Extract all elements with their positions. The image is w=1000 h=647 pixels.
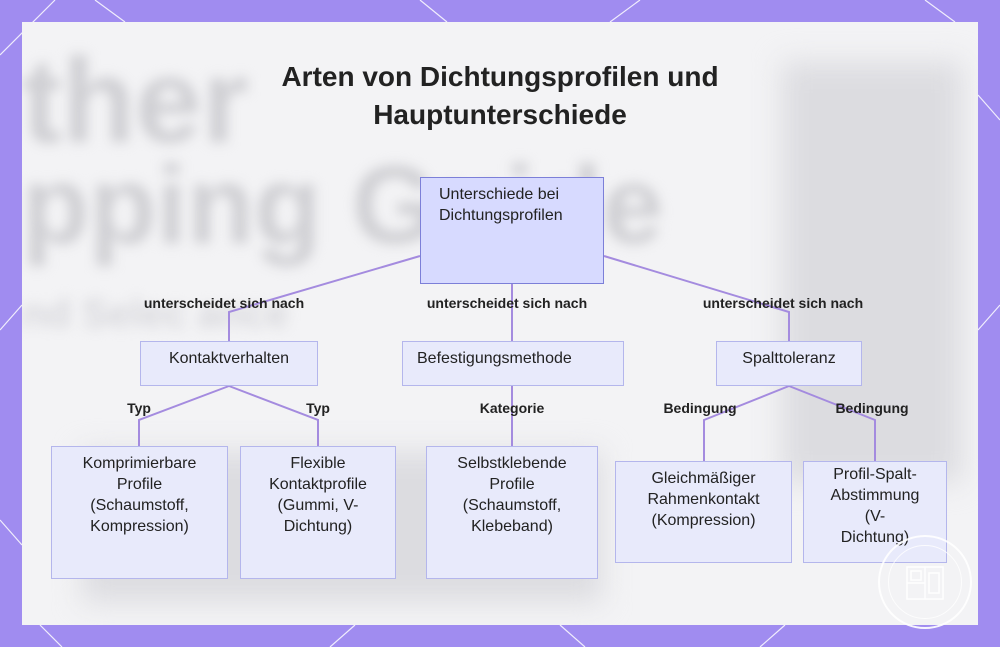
category-label: Befestigungsmethode [417, 350, 572, 367]
leaf-line: (V- [864, 508, 886, 525]
watermark-logo [878, 535, 972, 629]
edge-label-kategorie: Kategorie [479, 400, 545, 416]
edge-label-typ-1: Typ [127, 400, 151, 416]
background-blur-shape [782, 62, 962, 482]
leaf-node-gleichmaessig: Gleichmäßiger Rahmenkontakt (Kompression… [615, 461, 792, 563]
leaf-line: Rahmenkontakt [647, 491, 760, 508]
category-node-befestigungsmethode: Befestigungsmethode [402, 341, 624, 386]
leaf-line: (Kompression) [651, 512, 756, 529]
leaf-line: Dichtung) [840, 529, 910, 546]
leaf-line: Profile [116, 476, 163, 493]
edge-spalt-gleichmaessig [703, 385, 790, 461]
leaf-line: Klebeband) [471, 518, 553, 535]
leaf-line: (Schaumstoff, [462, 497, 562, 514]
leaf-line: Kontaktprofile [269, 476, 367, 493]
edge-root-spalttoleranz [603, 255, 790, 341]
leaf-node-flexibel: Flexible Kontaktprofile (Gummi, V- Dicht… [240, 446, 396, 579]
edge-kontakt-komprimierbar [138, 385, 230, 446]
edge-label-unterscheidet-1: unterscheidet sich nach [143, 295, 305, 311]
edge-root-kontaktverhalten [228, 255, 421, 341]
leaf-line: Selbstklebende [457, 455, 567, 472]
leaf-line: Profile [489, 476, 535, 493]
leaf-line: Gleichmäßiger [651, 470, 756, 487]
root-node-line-1: Unterschiede bei [439, 186, 560, 203]
leaf-node-komprimierbar: Komprimierbare Profile (Schaumstoff, Kom… [51, 446, 228, 579]
root-node-line-2: Dichtungsprofilen [439, 207, 563, 224]
root-node: Unterschiede bei Dichtungsprofilen [420, 177, 604, 284]
category-node-kontaktverhalten: Kontaktverhalten [140, 341, 318, 386]
background-text-1: ther [22, 34, 249, 168]
category-label: Kontaktverhalten [168, 350, 290, 367]
edge-label-bedingung-2: Bedingung [835, 400, 909, 416]
page-title: Arten von Dichtungsprofilen und Hauptunt… [0, 58, 1000, 134]
title-line-2: Hauptunterschiede [373, 99, 627, 130]
window-icon [906, 566, 944, 600]
edge-label-bedingung-1: Bedingung [663, 400, 737, 416]
edge-label-unterscheidet-3: unterscheidet sich nach [702, 295, 864, 311]
edge-kontakt-flexibel [228, 385, 319, 446]
edge-label-typ-2: Typ [306, 400, 330, 416]
edge-spalt-abstimmung [788, 385, 876, 461]
leaf-line: Kompression) [90, 518, 189, 535]
leaf-line: Profil-Spalt- [833, 466, 917, 483]
edge-label-unterscheidet-2: unterscheidet sich nach [426, 295, 588, 311]
leaf-node-selbstklebend: Selbstklebende Profile (Schaumstoff, Kle… [426, 446, 598, 579]
leaf-line: (Schaumstoff, [90, 497, 189, 514]
background-text-3: nd Selec ance [22, 292, 289, 336]
leaf-line: Flexible [290, 455, 346, 472]
category-label: Spalttoleranz [742, 350, 836, 367]
watermark-logo-ring [888, 545, 962, 619]
leaf-line: (Gummi, V- [277, 497, 359, 514]
title-line-1: Arten von Dichtungsprofilen und [281, 61, 719, 92]
leaf-line: Dichtung) [283, 518, 353, 535]
leaf-line: Abstimmung [830, 487, 920, 504]
category-node-spalttoleranz: Spalttoleranz [716, 341, 862, 386]
leaf-line: Komprimierbare [82, 455, 197, 472]
